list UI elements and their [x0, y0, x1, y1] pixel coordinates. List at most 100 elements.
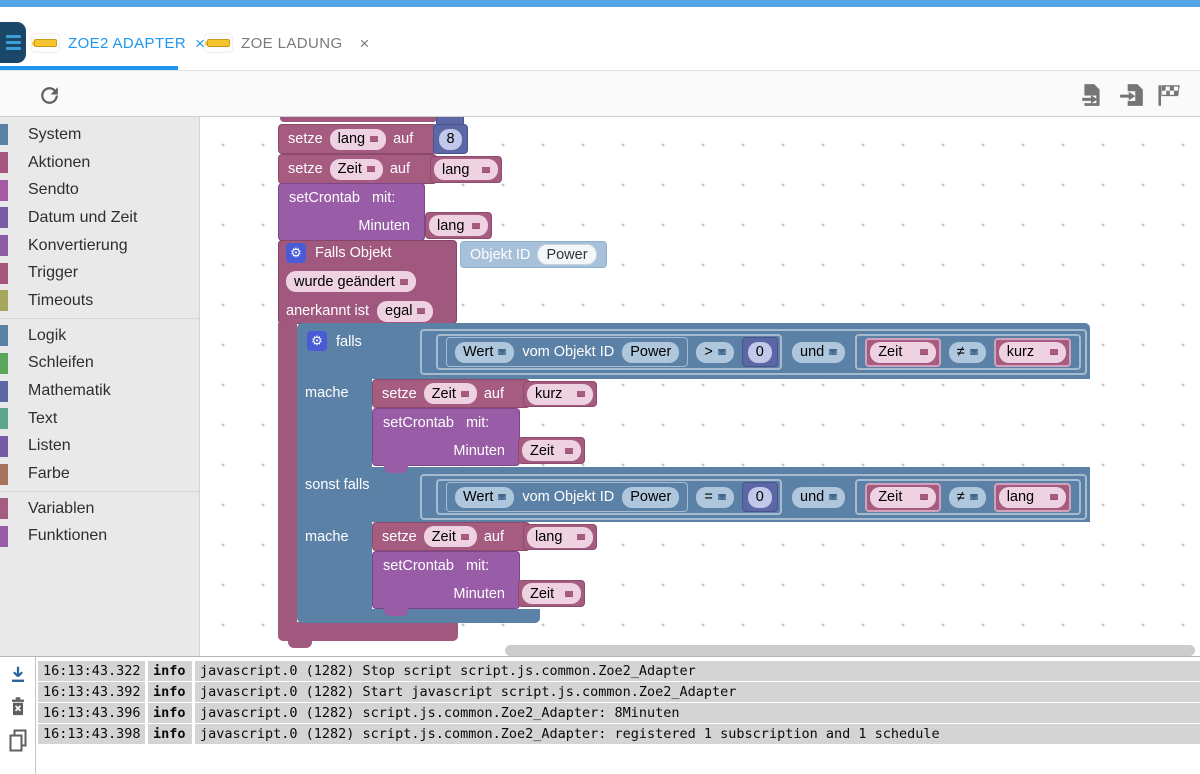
block-variable-get[interactable]: lang: [993, 482, 1072, 512]
variable-dropdown[interactable]: Zeit: [423, 383, 477, 404]
block-variable-get[interactable]: Zeit: [518, 437, 585, 464]
block-logic-and[interactable]: Wert vom Objekt ID Power > 0 und Zeit ≠ …: [420, 329, 1087, 375]
block-compare[interactable]: Wert vom Objekt ID Power > 0: [436, 334, 782, 370]
category-logik[interactable]: Logik: [0, 322, 199, 350]
import-blocks-button[interactable]: [1118, 81, 1146, 109]
block-variable-get[interactable]: lang: [425, 212, 492, 239]
check-blocks-button[interactable]: [1155, 81, 1183, 109]
object-id-field[interactable]: Power: [537, 244, 597, 265]
tab-zoe-ladung[interactable]: ZOE LADUNG ×: [205, 25, 369, 61]
category-variablen[interactable]: Variablen: [0, 495, 199, 523]
number-field[interactable]: 0: [747, 341, 772, 363]
trigger-type-dropdown[interactable]: wurde geändert: [286, 271, 416, 292]
operator-dropdown[interactable]: >: [696, 341, 734, 363]
object-id-field[interactable]: Power: [622, 486, 680, 508]
block-set-variable[interactable]: setze lang auf: [278, 124, 437, 154]
chevron-down-icon: [498, 349, 507, 355]
category-system[interactable]: System: [0, 121, 199, 149]
number-field[interactable]: 0: [747, 486, 772, 508]
number-field[interactable]: 8: [439, 128, 462, 150]
operator-dropdown[interactable]: ≠: [948, 341, 986, 363]
block-get-state-value[interactable]: Wert vom Objekt ID Power: [446, 482, 689, 512]
gear-icon[interactable]: ⚙: [286, 242, 306, 263]
blockly-toolbar: [0, 71, 1200, 117]
block-set-variable[interactable]: setze Zeit auf: [372, 522, 530, 551]
variable-dropdown[interactable]: kurz: [527, 383, 593, 405]
category-aktionen[interactable]: Aktionen: [0, 149, 199, 177]
operator-dropdown[interactable]: ≠: [948, 486, 986, 508]
log-row[interactable]: 16:13:43.396 info javascript.0 (1282) sc…: [38, 703, 1200, 723]
variable-dropdown[interactable]: kurz: [998, 341, 1067, 363]
category-schleifen[interactable]: Schleifen: [0, 350, 199, 378]
variable-dropdown[interactable]: Zeit: [870, 341, 936, 363]
attribute-dropdown[interactable]: Wert: [455, 341, 515, 363]
block-set-variable[interactable]: setze Zeit auf: [372, 379, 530, 408]
block-compare[interactable]: Zeit ≠ lang: [855, 479, 1082, 515]
category-timeouts[interactable]: Timeouts: [0, 287, 199, 315]
object-id-field[interactable]: Power: [622, 341, 680, 363]
block-variable-get[interactable]: lang: [430, 156, 502, 183]
variable-dropdown[interactable]: Zeit: [870, 486, 936, 508]
block-on-object-change[interactable]: ⚙ Falls Objekt wurde geändert anerkannt …: [278, 240, 457, 324]
close-tab-icon[interactable]: ×: [195, 33, 206, 53]
log-row[interactable]: 16:13:43.392 info javascript.0 (1282) St…: [38, 682, 1200, 702]
category-trigger[interactable]: Trigger: [0, 259, 199, 287]
category-funktionen[interactable]: Funktionen: [0, 523, 199, 551]
variable-dropdown[interactable]: Zeit: [522, 440, 581, 461]
variable-dropdown[interactable]: lang: [429, 215, 488, 236]
operator-dropdown[interactable]: =: [696, 486, 734, 508]
variable-dropdown[interactable]: Zeit: [522, 583, 581, 604]
log-level: info: [148, 724, 192, 744]
block-variable-get[interactable]: Zeit: [518, 580, 585, 607]
variable-dropdown[interactable]: lang: [434, 159, 498, 180]
copy-log-button[interactable]: [5, 727, 31, 753]
chevron-down-icon: [472, 222, 480, 229]
logic-operator-dropdown[interactable]: und: [792, 341, 846, 363]
block-number[interactable]: 8: [433, 124, 468, 154]
reload-button[interactable]: [35, 81, 63, 109]
block-variable-get[interactable]: Zeit: [865, 482, 941, 512]
block-set-variable[interactable]: setze Zeit auf: [278, 154, 437, 184]
logic-operator-dropdown[interactable]: und: [792, 486, 846, 508]
tab-zoe2-adapter[interactable]: ZOE2 ADAPTER ×: [32, 25, 205, 61]
log-row[interactable]: 16:13:43.322 info javascript.0 (1282) St…: [38, 661, 1200, 681]
category-datum-und-zeit[interactable]: Datum und Zeit: [0, 204, 199, 232]
log-row[interactable]: 16:13:43.398 info javascript.0 (1282) sc…: [38, 724, 1200, 744]
variable-dropdown[interactable]: lang: [329, 128, 387, 150]
export-blocks-button[interactable]: [1078, 81, 1106, 109]
category-mathematik[interactable]: Mathematik: [0, 377, 199, 405]
block-get-state-value[interactable]: Wert vom Objekt ID Power: [446, 337, 689, 367]
block-logic-and[interactable]: Wert vom Objekt ID Power = 0 und Zeit ≠ …: [420, 474, 1087, 520]
block-variable-get[interactable]: kurz: [993, 337, 1072, 367]
close-tab-icon[interactable]: ×: [359, 33, 370, 53]
category-sendto[interactable]: Sendto: [0, 176, 199, 204]
clear-log-button[interactable]: [5, 693, 31, 719]
block-variable-get[interactable]: lang: [523, 524, 597, 550]
category-farbe[interactable]: Farbe: [0, 460, 199, 488]
variable-dropdown[interactable]: Zeit: [329, 158, 383, 180]
block-variable-get[interactable]: kurz: [523, 381, 597, 407]
block-compare[interactable]: Wert vom Objekt ID Power = 0: [436, 479, 782, 515]
variable-dropdown[interactable]: lang: [998, 486, 1067, 508]
ack-dropdown[interactable]: egal: [377, 300, 434, 322]
download-log-button[interactable]: [5, 662, 31, 688]
category-konvertierung[interactable]: Konvertierung: [0, 232, 199, 260]
block-compare[interactable]: Zeit ≠ kurz: [855, 334, 1082, 370]
horizontal-scrollbar[interactable]: [505, 645, 1195, 656]
category-listen[interactable]: Listen: [0, 433, 199, 461]
gear-icon[interactable]: ⚙: [307, 331, 327, 351]
menu-button[interactable]: [0, 22, 26, 63]
block-number[interactable]: 0: [741, 482, 778, 512]
variable-dropdown[interactable]: Zeit: [423, 526, 477, 547]
block-object-id[interactable]: Objekt ID Power: [460, 241, 607, 268]
log-tool-icon[interactable]: [5, 766, 31, 774]
attribute-dropdown[interactable]: Wert: [455, 486, 515, 508]
block-variable-get[interactable]: Zeit: [865, 337, 941, 367]
variable-dropdown[interactable]: lang: [527, 526, 593, 548]
block-number[interactable]: 0: [741, 337, 778, 367]
category-text[interactable]: Text: [0, 405, 199, 433]
blockly-workspace[interactable]: setze lang auf 8 setze Zeit auf lang set…: [200, 117, 1200, 656]
